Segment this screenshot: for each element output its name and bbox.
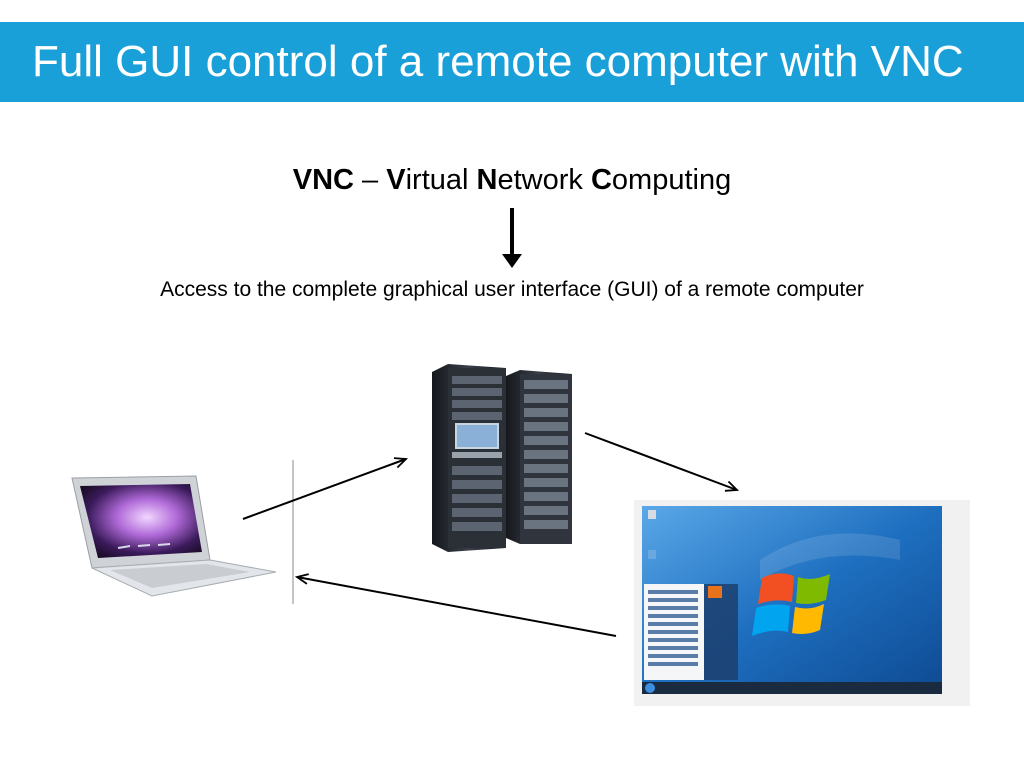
slide-description: Access to the complete graphical user in… <box>160 278 864 301</box>
vnc-letter-c: C <box>590 164 612 196</box>
arrow-laptop-to-server <box>242 459 406 520</box>
vnc-letter-n: N <box>476 164 498 196</box>
server-rack-icon <box>432 364 572 552</box>
laptop-icon <box>71 475 277 597</box>
windows-desktop-icon <box>634 500 970 706</box>
vnc-acronym: VNC <box>292 164 354 196</box>
windows-logo-icon <box>752 573 830 636</box>
title-bar: Full GUI control of a remote computer wi… <box>0 22 1024 102</box>
down-arrow <box>502 208 522 268</box>
vnc-dash: – <box>354 164 387 196</box>
vnc-word-network: etwork <box>497 164 591 196</box>
vnc-heading: VNC – Virtual Network Computing <box>0 164 1024 197</box>
slide-title: Full GUI control of a remote computer wi… <box>32 37 964 86</box>
arrow-server-to-desktop <box>584 432 737 490</box>
vnc-word-virtual: irtual <box>405 164 477 196</box>
arrow-desktop-to-laptop <box>297 577 617 637</box>
vnc-word-computing: omputing <box>611 164 732 196</box>
vnc-letter-v: V <box>386 164 406 196</box>
